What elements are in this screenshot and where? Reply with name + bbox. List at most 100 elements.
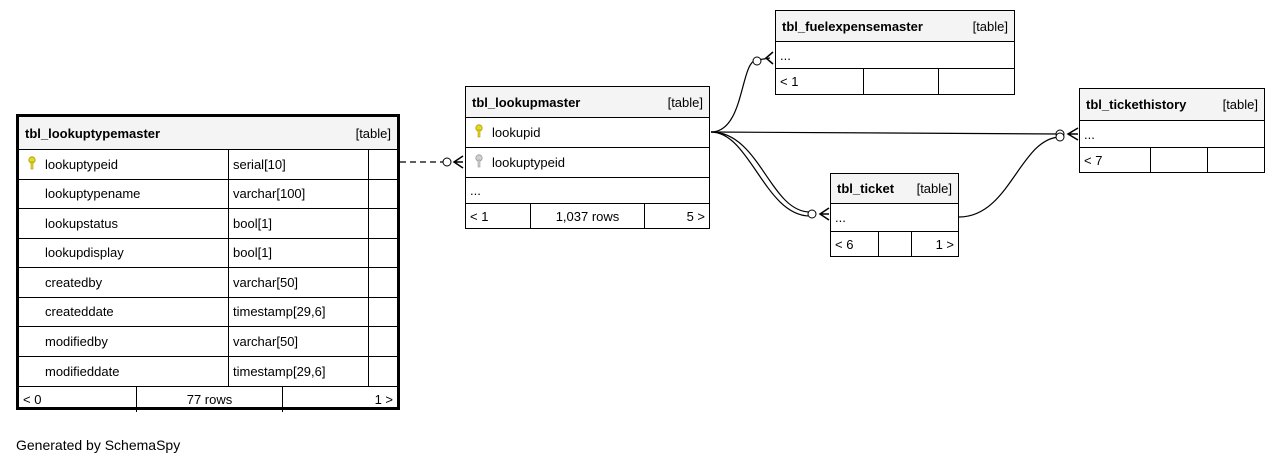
column-extra (369, 327, 397, 356)
column-extra (369, 209, 397, 238)
table-name: tbl_tickethistory (1086, 97, 1187, 112)
table-footer: < 1 1,037 rows 5 > (466, 204, 709, 228)
footer-right[interactable]: 1 > (374, 392, 393, 407)
relation-line-ticket-2 (710, 131, 811, 217)
generated-by-label: Generated by SchemaSpy (16, 437, 181, 453)
column-extra (369, 150, 397, 179)
column-row[interactable]: lookuptypeid (466, 148, 709, 178)
column-type: bool[1] (229, 238, 369, 267)
ellipsis: ... (470, 183, 481, 198)
table-header: tbl_lookuptypemaster [table] (19, 117, 397, 150)
column-name: createdby (45, 274, 103, 290)
footer-rows (1151, 148, 1208, 172)
table-tickethistory[interactable]: tbl_tickethistory [table] ... < 7 (1079, 88, 1265, 173)
column-name: createddate (45, 304, 114, 320)
column-type: varchar[100] (229, 179, 369, 208)
key-icon (472, 154, 486, 171)
key-icon (472, 124, 486, 141)
relation-line-tickethistory (710, 131, 1061, 135)
relation-crowfoot (1066, 127, 1079, 141)
column-name: modifieddate (45, 363, 120, 379)
column-name-cell: createddate (19, 297, 229, 326)
relation-crowfoot (818, 207, 830, 221)
table-name: tbl_lookuptypemaster (25, 125, 161, 141)
table-type-label: [table] (667, 94, 703, 110)
ellipsis-row: ... (1080, 121, 1264, 148)
column-type: serial[10] (229, 150, 369, 179)
table-header: tbl_fuelexpensemaster [table] (776, 11, 1014, 42)
relation-end-circle (442, 157, 452, 167)
table-type-label: [table] (916, 181, 952, 196)
column-row[interactable]: modifieddate timestamp[29,6] (19, 356, 397, 386)
column-type: varchar[50] (229, 327, 369, 356)
relation-end-circle (807, 209, 817, 219)
table-name: tbl_lookupmaster (472, 94, 581, 110)
table-fuelexpensemaster[interactable]: tbl_fuelexpensemaster [table] ... < 1 (775, 10, 1015, 95)
footer-left[interactable]: < 7 (1080, 148, 1151, 172)
column-name-cell: lookupstatus (19, 209, 229, 238)
column-name-cell: lookuptypename (19, 179, 229, 208)
column-row[interactable]: modifiedby varchar[50] (19, 327, 397, 357)
table-type-label: [table] (972, 18, 1008, 34)
key-icon (25, 156, 39, 173)
footer-rows (864, 69, 939, 94)
table-type-label: [table] (355, 125, 391, 141)
column-row[interactable]: lookupid (466, 118, 709, 148)
relation-crowfoot (452, 155, 464, 169)
relation-crowfoot (764, 51, 774, 65)
relation-end-circle (752, 56, 762, 66)
table-lookupmaster[interactable]: tbl_lookupmaster [table] lookupid lookup… (465, 86, 710, 229)
column-name: lookuptypename (45, 186, 141, 202)
footer-rows (879, 232, 912, 256)
column-name: lookuptypeid (492, 155, 565, 170)
column-name: modifiedby (45, 333, 108, 349)
footer-left[interactable]: < 1 (466, 204, 531, 228)
footer-right[interactable] (939, 69, 1014, 94)
table-footer: < 1 (776, 69, 1014, 94)
table-footer: < 6 1 > (831, 232, 958, 256)
column-name-cell: lookuptypeid (19, 150, 229, 179)
table-lookuptypemaster[interactable]: tbl_lookuptypemaster [table] lookuptypei… (16, 114, 400, 412)
relation-line-fuel (710, 57, 771, 133)
column-extra (369, 239, 397, 268)
table-header: tbl_ticket [table] (831, 174, 958, 204)
relation-end-circle (1055, 132, 1065, 142)
footer-right[interactable]: 1 > (935, 236, 954, 252)
column-extra (369, 268, 397, 297)
column-name-cell: modifiedby (19, 327, 229, 356)
footer-left[interactable]: < 0 (19, 387, 137, 412)
ellipsis-row: ... (776, 42, 1014, 69)
column-name: lookuptypeid (45, 156, 118, 172)
column-name: lookupdisplay (45, 245, 124, 261)
table-header: tbl_lookupmaster [table] (466, 87, 709, 118)
table-header: tbl_tickethistory [table] (1080, 89, 1264, 121)
table-ticket[interactable]: tbl_ticket [table] ... < 6 1 > (830, 173, 959, 257)
ellipsis-row: ... (831, 204, 958, 232)
table-name: tbl_fuelexpensemaster (782, 18, 923, 34)
table-type-label: [table] (1222, 97, 1258, 112)
column-row[interactable]: lookuptypeid serial[10] (19, 150, 397, 180)
column-row[interactable]: lookupdisplay bool[1] (19, 238, 397, 268)
table-name: tbl_ticket (837, 181, 895, 196)
column-name: lookupstatus (45, 215, 118, 231)
relation-line-ticket-history (958, 136, 1061, 218)
relation-line-ticket-1 (710, 131, 811, 213)
column-type: varchar[50] (229, 268, 369, 297)
footer-left[interactable]: < 1 (776, 69, 864, 94)
column-name: lookupid (492, 125, 541, 140)
column-row[interactable]: createdby varchar[50] (19, 268, 397, 298)
column-extra (369, 180, 397, 209)
column-extra (369, 298, 397, 327)
table-footer: < 7 (1080, 148, 1264, 172)
footer-right[interactable]: 5 > (686, 208, 705, 224)
footer-left[interactable]: < 6 (831, 232, 879, 256)
table-footer: < 0 77 rows 1 > (19, 386, 397, 412)
column-row[interactable]: lookuptypename varchar[100] (19, 179, 397, 209)
column-type: timestamp[29,6] (229, 356, 369, 386)
footer-right[interactable] (1208, 148, 1264, 172)
column-name-cell: lookupdisplay (19, 238, 229, 267)
ellipsis-row: ... (466, 178, 709, 204)
